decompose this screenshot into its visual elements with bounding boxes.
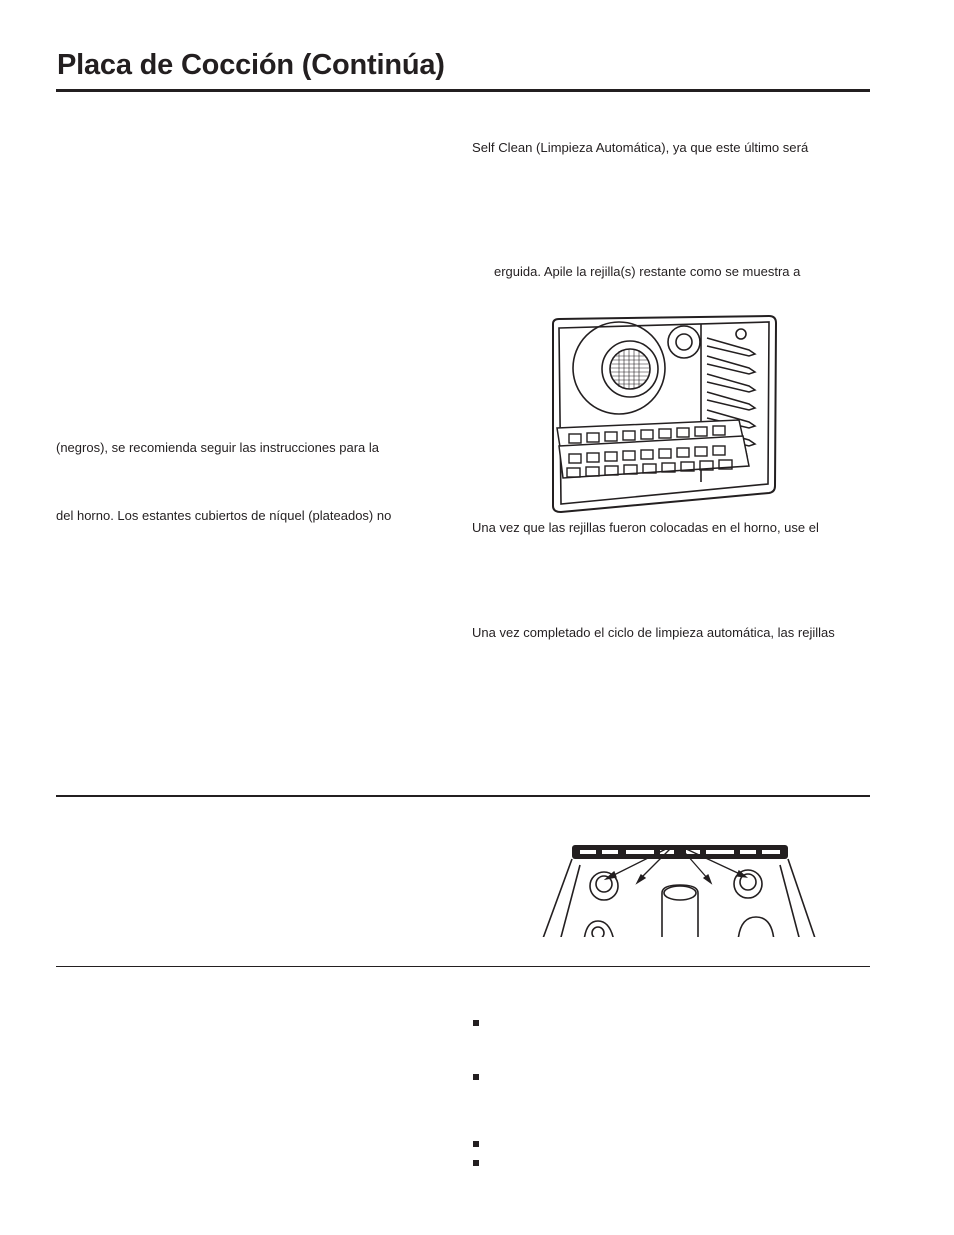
title-underline xyxy=(56,89,870,92)
right-text-line-1: Self Clean (Limpieza Automática), ya que… xyxy=(472,140,809,155)
cooktop-burners-illustration xyxy=(542,845,816,937)
list-bullet-1 xyxy=(473,1020,479,1026)
section-divider-bottom xyxy=(56,966,870,967)
right-text-line-2: erguida. Apile la rejilla(s) restante co… xyxy=(494,264,801,279)
left-text-line-1: (negros), se recomienda seguir las instr… xyxy=(56,440,379,455)
oven-racks-illustration xyxy=(552,314,778,514)
right-text-line-3: Una vez que las rejillas fueron colocada… xyxy=(472,520,819,535)
list-bullet-3 xyxy=(473,1141,479,1147)
left-text-line-2: del horno. Los estantes cubiertos de níq… xyxy=(56,508,392,523)
list-bullet-2 xyxy=(473,1074,479,1080)
right-text-line-4: Una vez completado el ciclo de limpieza … xyxy=(472,625,835,640)
list-bullet-4 xyxy=(473,1160,479,1166)
page-title: Placa de Cocción (Continúa) xyxy=(57,49,445,81)
section-divider-top xyxy=(56,795,870,797)
